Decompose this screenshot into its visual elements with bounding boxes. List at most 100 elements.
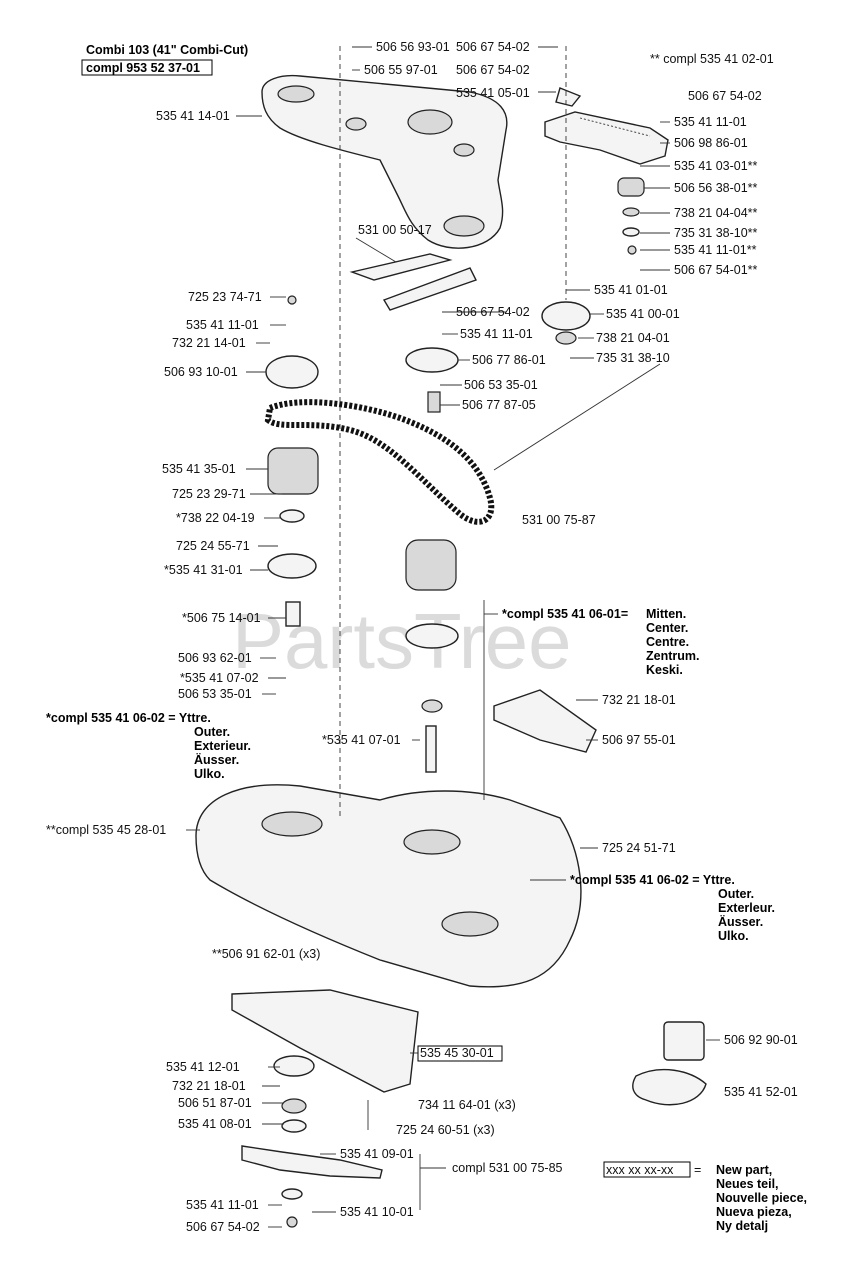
part-label: 506 92 90-01: [724, 1033, 798, 1047]
bracket-hole-5: [443, 215, 485, 237]
callout-code: *compl 535 41 06-01=: [502, 607, 628, 621]
top-right-kit: ** compl 535 41 02-01: [650, 52, 774, 66]
part-label: 506 51 87-01: [178, 1096, 252, 1110]
hardware-bag: [632, 1068, 707, 1106]
deck-port-left: [261, 811, 323, 837]
part-label: 506 98 86-01: [674, 136, 748, 150]
shield-plate: [231, 989, 419, 1093]
part-label: 506 67 54-01**: [674, 263, 758, 277]
part-label: 506 77 87-05: [462, 398, 536, 412]
legend-line: New part,: [716, 1163, 772, 1177]
part-label: *506 75 14-01: [182, 611, 261, 625]
left-spindle-pulley: [267, 447, 319, 495]
part-label: 738 21 04-04**: [674, 206, 758, 220]
part-label: 535 41 11-01: [186, 1198, 259, 1212]
part-label: *535 41 31-01: [164, 563, 243, 577]
part-label: 732 21 18-01: [602, 693, 676, 707]
blade: [241, 1145, 383, 1179]
lower-adapter: [281, 1119, 307, 1133]
part-label: 506 67 54-02: [456, 305, 530, 319]
part-label: 506 97 55-01: [602, 733, 676, 747]
part-label: 506 67 54-02: [186, 1220, 260, 1234]
part-label: 732 21 14-01: [172, 336, 246, 350]
part-label: 506 93 62-01: [178, 651, 252, 665]
part-label: 531 00 75-87: [522, 513, 596, 527]
left-spindle-housing: [267, 553, 317, 579]
legend-equals: =: [694, 1163, 701, 1177]
part-label: 735 31 38-10**: [674, 226, 758, 240]
center-spacer: [427, 391, 441, 413]
callout-center: *compl 535 41 06-01= Mitten. Center. Cen…: [502, 607, 699, 677]
part-label: *738 22 04-19: [176, 511, 255, 525]
legend: xxx xx xx-xx = New part, Neues teil, Nou…: [603, 1161, 807, 1233]
callout-line: Outer.: [718, 887, 754, 901]
part-label: 535 45 30-01: [420, 1046, 494, 1060]
callout-line: Center.: [646, 621, 688, 635]
part-label: 535 41 11-01: [186, 318, 259, 332]
part-label: 735 31 38-10: [596, 351, 670, 365]
callout-line: Ulko.: [194, 767, 225, 781]
part-label: 725 23 29-71: [172, 487, 246, 501]
part-label: 535 41 09-01: [340, 1147, 414, 1161]
blade-bolt: [286, 1216, 298, 1228]
part-label: 506 67 54-02: [688, 89, 762, 103]
bracket-hole-2: [345, 117, 367, 131]
callout-line: Ulko.: [718, 929, 749, 943]
part-label: 535 41 12-01: [166, 1060, 240, 1074]
callout-code: *compl 535 41 06-02 = Yttre.: [570, 873, 735, 887]
decal-box: [663, 1021, 705, 1061]
part-label: 535 41 03-01**: [674, 159, 758, 173]
part-label: *535 41 07-02: [180, 671, 259, 685]
callout-line: Centre.: [646, 635, 689, 649]
callout-line: Outer.: [194, 725, 230, 739]
legend-line: Nouvelle piece,: [716, 1191, 807, 1205]
callout-line: Äusser.: [194, 752, 239, 767]
part-label: 535 41 14-01: [156, 109, 230, 123]
left-washer: [279, 509, 305, 523]
part-labels: 506 56 93-01 506 67 54-02 506 55 97-01 5…: [46, 40, 798, 1234]
callout-line: Äusser.: [718, 914, 763, 929]
lower-hub: [273, 1055, 315, 1077]
part-label: 506 56 93-01: [376, 40, 450, 54]
callout-outer-left: *compl 535 41 06-02 = Yttre. Outer. Exte…: [46, 711, 251, 781]
part-label: 531 00 50-17: [358, 223, 432, 237]
part-label: 725 24 60-51 (x3): [396, 1123, 495, 1137]
arm-clip: [555, 87, 582, 107]
deck-port-center: [403, 829, 461, 855]
part-label: 506 67 54-02: [456, 40, 530, 54]
part-label: 535 41 11-01: [460, 327, 533, 341]
left-spindle-shaft: [285, 601, 301, 627]
legend-line: Ny detalj: [716, 1219, 768, 1233]
part-label: 535 41 10-01: [340, 1205, 414, 1219]
part-label: 725 24 55-71: [176, 539, 250, 553]
callout-code: *compl 535 41 06-02 = Yttre.: [46, 711, 211, 725]
idler-pulley-right: [541, 301, 591, 331]
part-label: 535 41 11-01: [674, 115, 747, 129]
part-label: 506 53 35-01: [464, 378, 538, 392]
legend-sample-box: [603, 1161, 691, 1178]
part-label: 506 53 35-01: [178, 687, 252, 701]
right-bracket: [493, 689, 597, 753]
drive-belt: [264, 399, 495, 525]
part-label: 535 41 05-01: [456, 86, 530, 100]
part-label-box: [417, 1045, 503, 1062]
lower-washer: [281, 1098, 307, 1114]
part-label: 506 55 97-01: [364, 63, 438, 77]
bracket-hole-3: [407, 109, 453, 135]
part-label: 535 41 52-01: [724, 1085, 798, 1099]
callout-line: Mitten.: [646, 607, 686, 621]
deck-port-right: [441, 911, 499, 937]
washer-small: [622, 207, 640, 217]
part-label: **506 91 62-01 (x3): [212, 947, 320, 961]
callout-outer-right: *compl 535 41 06-02 = Yttre. Outer. Exte…: [570, 873, 775, 943]
part-label: 535 41 11-01**: [674, 243, 757, 257]
idler-washer-right: [555, 331, 577, 345]
legend-sample: xxx xx xx-xx: [606, 1163, 674, 1177]
callout-line: Exterieur.: [194, 739, 251, 753]
part-label: **compl 535 45 28-01: [46, 823, 166, 837]
legend-line: Nueva pieza,: [716, 1205, 792, 1219]
small-belt: [349, 253, 453, 281]
callout-line: Keski.: [646, 663, 683, 677]
part-label: 732 21 18-01: [172, 1079, 246, 1093]
